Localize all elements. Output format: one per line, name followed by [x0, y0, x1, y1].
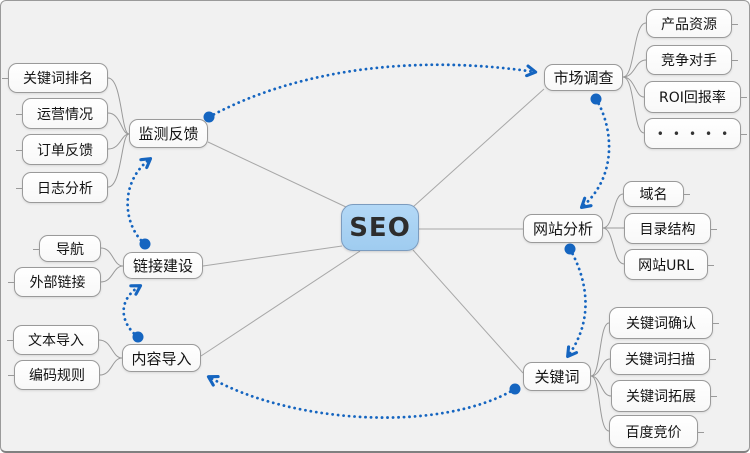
flow-arrow-content-to-link — [122, 284, 143, 339]
leaf-navigation[interactable]: 导航 — [33, 235, 101, 262]
leaf-keyword-scan[interactable]: 关键词扫描 — [610, 343, 716, 375]
node-site-analysis[interactable]: 网站分析 — [523, 214, 603, 243]
leaf-baidu-bidding[interactable]: 百度竞价 — [609, 415, 704, 448]
node-monitoring-feedback[interactable]: 监测反馈 — [129, 119, 208, 148]
node-link-building[interactable]: 链接建设 — [123, 252, 203, 279]
bracket — [590, 358, 611, 377]
leaf-encoding-rules[interactable]: 编码规则 — [8, 360, 100, 390]
flow-start-dot — [509, 383, 521, 395]
radial-line-keywords — [412, 249, 524, 374]
leaf-order-feedback[interactable]: 订单反馈 — [16, 134, 108, 165]
leaf-competitors[interactable]: 竞争对手 — [646, 45, 738, 75]
bracket — [622, 22, 647, 78]
flow-start-dot — [139, 238, 151, 250]
bracket — [602, 193, 624, 229]
leaf-more-items[interactable]: ••••• — [644, 118, 747, 149]
radial-line-monitor — [207, 141, 347, 208]
bracket — [107, 133, 130, 188]
leaf-external-links[interactable]: 外部链接 — [8, 267, 101, 297]
bracket — [622, 76, 645, 98]
bracket — [99, 357, 123, 376]
leaf-operation-status[interactable]: 运营情况 — [16, 98, 108, 129]
bracket — [590, 375, 612, 397]
flow-arrow-monitor-to-market — [207, 63, 538, 119]
bracket — [98, 339, 123, 359]
leaf-log-analysis[interactable]: 日志分析 — [16, 172, 108, 203]
bracket — [107, 77, 130, 135]
flow-arrow-site-to-keywords — [566, 247, 587, 359]
bracket — [100, 265, 124, 283]
leaf-keyword-ranking[interactable]: 关键词排名 — [2, 63, 108, 93]
leaf-roi-rate[interactable]: ROI回报率 — [644, 81, 747, 113]
bracket — [590, 375, 610, 432]
node-market-research[interactable]: 市场调查 — [544, 64, 623, 91]
flow-arrow-keywords-to-content — [206, 375, 517, 419]
bracket — [100, 247, 124, 267]
flow-arrow-link-to-monitor — [126, 157, 153, 246]
radial-line-content — [200, 250, 361, 357]
radial-line-link — [202, 245, 343, 267]
leaf-keyword-confirm[interactable]: 关键词确认 — [609, 307, 719, 339]
radial-line-market — [412, 88, 545, 208]
leaf-directory-structure[interactable]: 目录结构 — [624, 213, 717, 244]
bracket — [107, 112, 130, 135]
bracket — [602, 227, 625, 265]
bracket — [590, 322, 610, 377]
flow-start-dot — [132, 331, 144, 343]
flow-start-dot — [590, 93, 602, 105]
node-content-import[interactable]: 内容导入 — [122, 344, 201, 372]
flow-arrow-market-to-site — [579, 97, 611, 209]
center-node-seo[interactable]: SEO — [341, 204, 419, 251]
leaf-text-import[interactable]: 文本导入 — [7, 325, 99, 355]
flow-start-dot — [564, 243, 576, 255]
leaf-product-resources[interactable]: 产品资源 — [646, 9, 738, 38]
leaf-keyword-expand[interactable]: 关键词拓展 — [611, 380, 717, 412]
node-keywords[interactable]: 关键词 — [523, 362, 591, 391]
bracket — [622, 76, 645, 134]
leaf-domain-name[interactable]: 域名 — [623, 181, 690, 207]
bracket — [622, 59, 647, 78]
leaf-site-url[interactable]: 网站URL — [624, 249, 714, 280]
bracket — [107, 133, 130, 150]
